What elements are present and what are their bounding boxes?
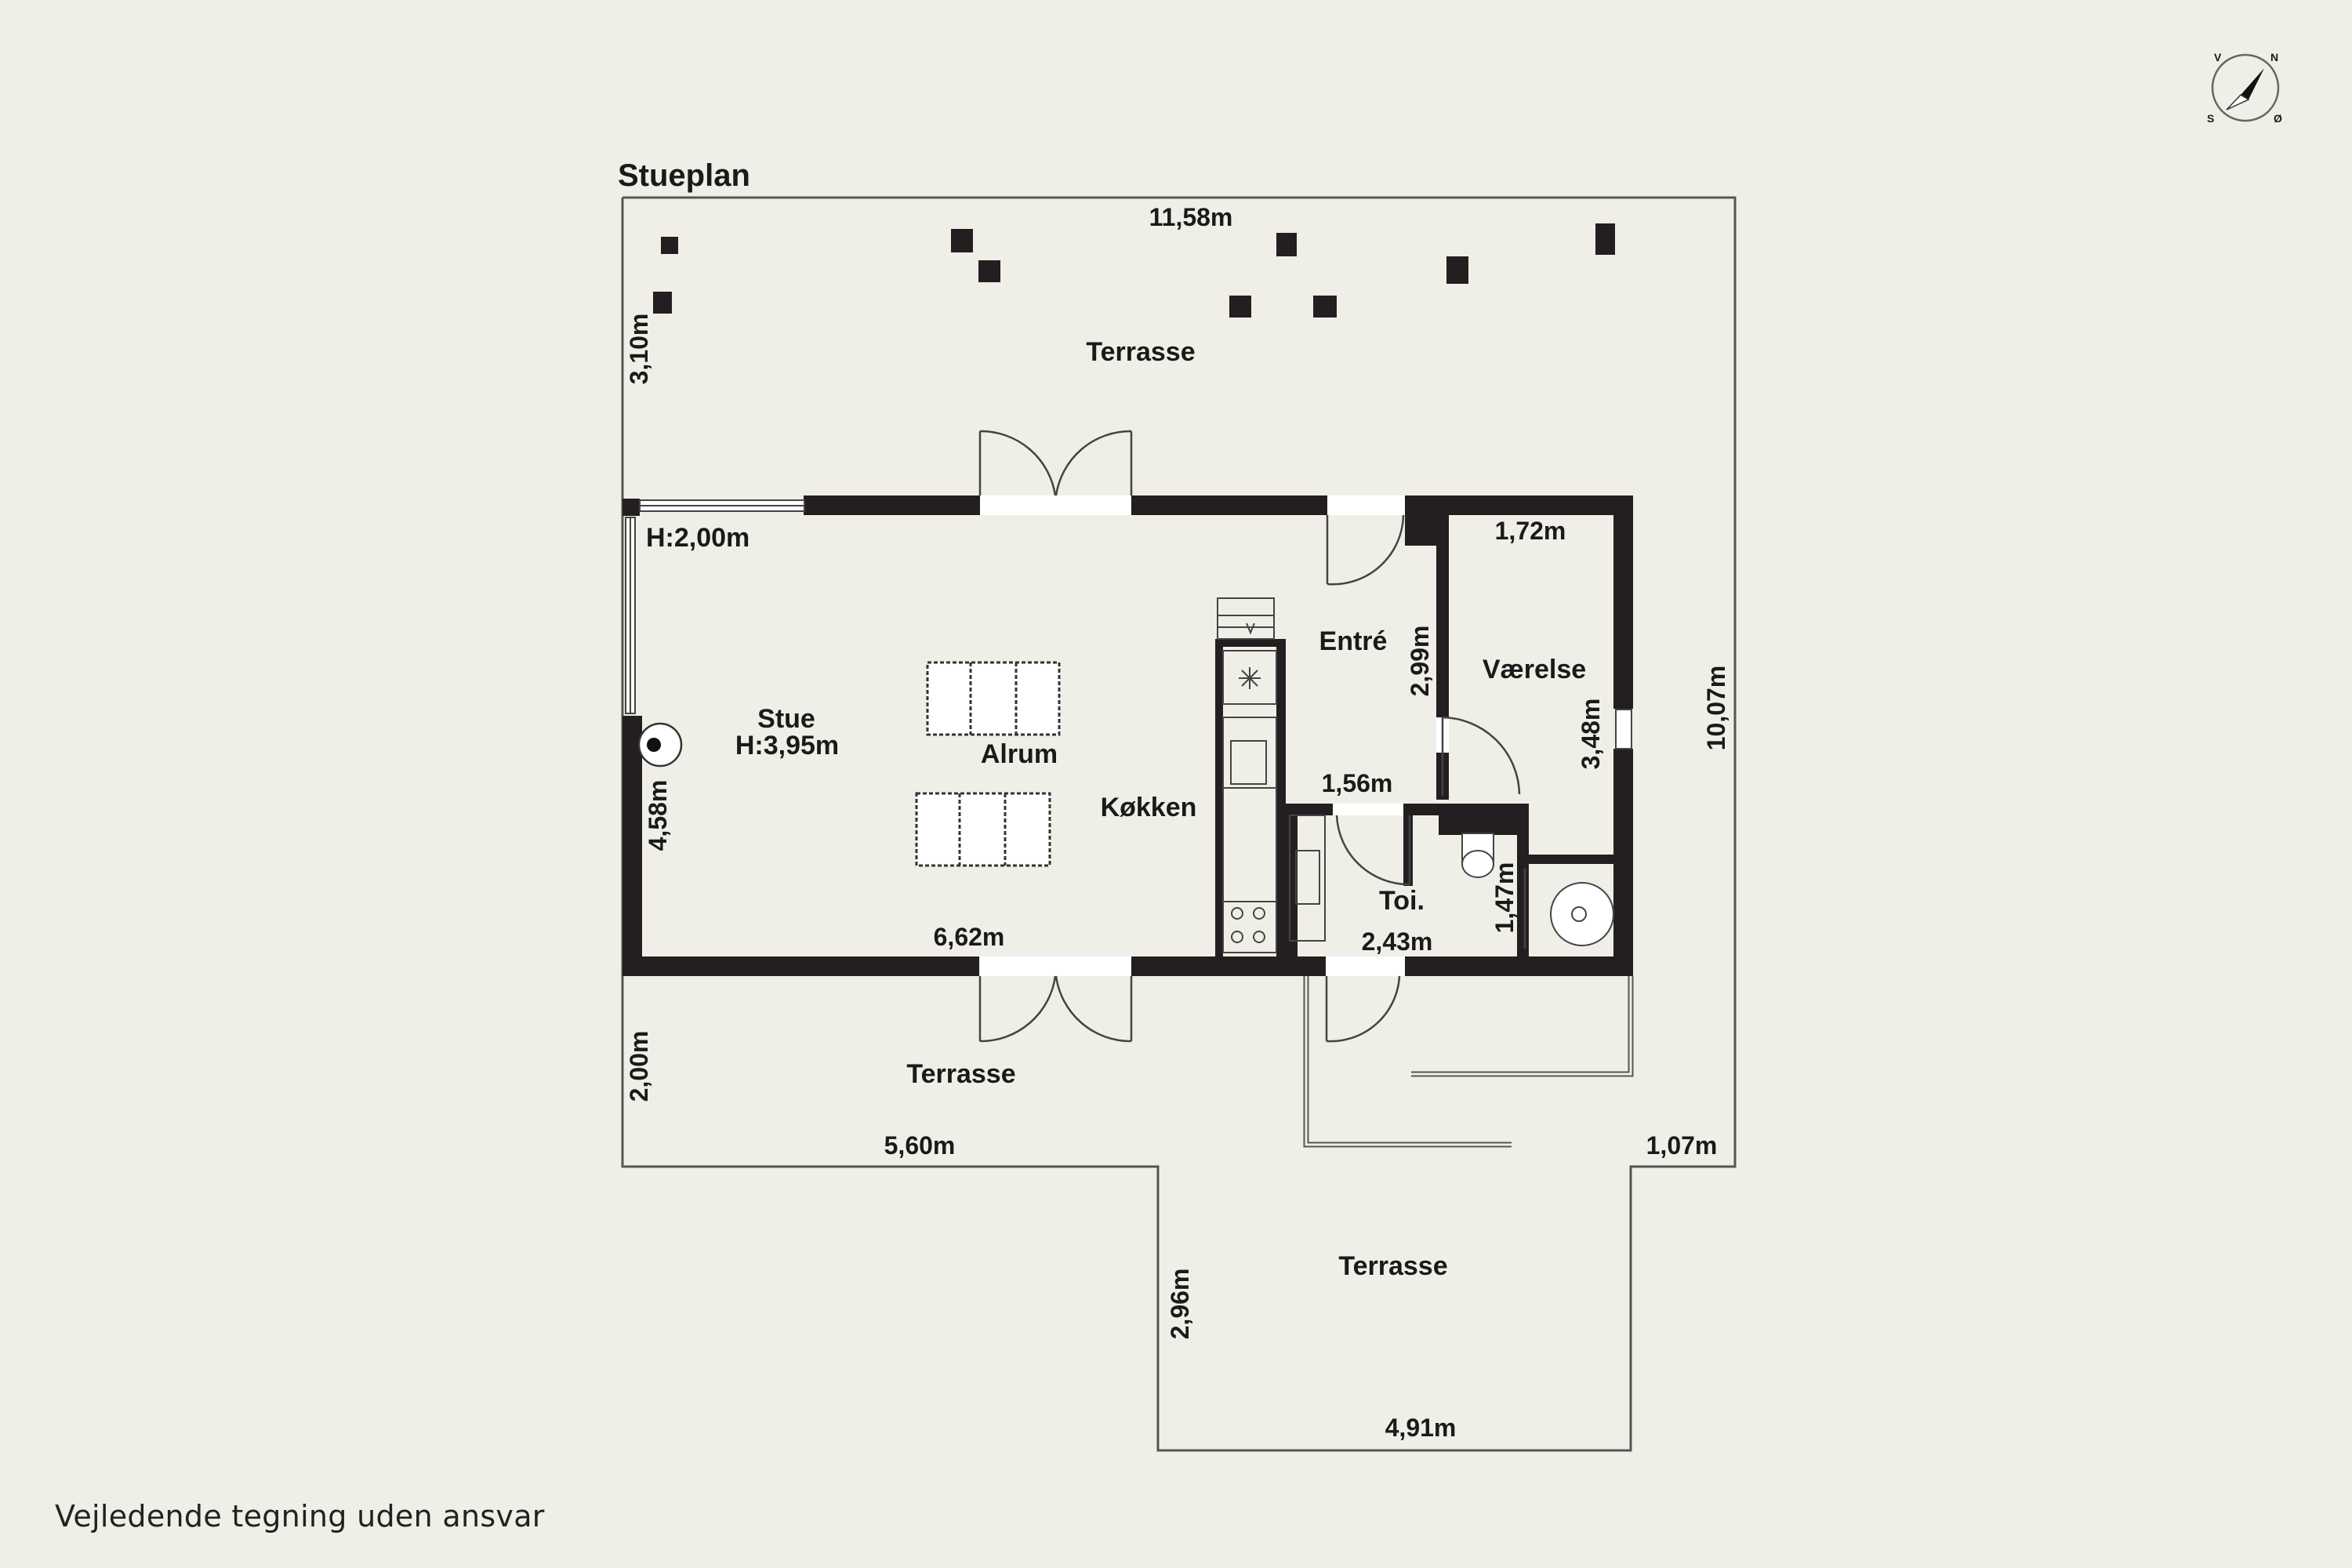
alrum-table-top: [926, 661, 1061, 736]
fan-icon: [1239, 667, 1261, 689]
room-stue-height: H:3,95m: [735, 731, 839, 760]
dim-south-terrace-depth: 2,00m: [625, 1031, 653, 1102]
compass-west: V: [2214, 51, 2222, 64]
dim-se-terrace-depth: 2,96m: [1166, 1269, 1194, 1340]
alrum-table-bottom: [915, 792, 1051, 867]
room-terrasse-southeast: Terrasse: [1338, 1251, 1447, 1281]
disclaimer-text: Vejledende tegning uden ansvar: [55, 1499, 545, 1534]
window-height: H:2,00m: [646, 523, 750, 553]
room-alrum: Alrum: [981, 739, 1058, 769]
railings: [1303, 976, 1634, 1148]
dim-toilet-depth: 1,47m: [1490, 862, 1519, 934]
wood-stove-icon: [637, 722, 683, 768]
doors: [978, 430, 1526, 1043]
room-vaerelse: Værelse: [1483, 655, 1586, 684]
dim-vaerelse-width: 1,72m: [1495, 517, 1566, 545]
dim-entre-depth: 2,99m: [1406, 626, 1434, 697]
dim-se-terrace-width: 4,91m: [1385, 1414, 1457, 1442]
compass-east: Ø: [2274, 112, 2282, 125]
terrace-posts: [653, 223, 1615, 318]
room-stue: Stue: [757, 704, 815, 734]
room-kokken: Køkken: [1101, 793, 1197, 822]
kitchen-fixtures: [1217, 597, 1326, 953]
dim-total-depth: 10,07m: [1702, 666, 1730, 751]
dim-corner-offset: 1,07m: [1646, 1131, 1718, 1160]
room-terrasse-south: Terrasse: [906, 1059, 1015, 1089]
exterior-walls: [622, 495, 1633, 976]
plot-outline: [621, 196, 1737, 1452]
bathroom-fixtures: [1461, 833, 1614, 946]
west-window: [625, 499, 805, 714]
compass-north: N: [2270, 51, 2278, 64]
interior-walls: [1215, 499, 1619, 960]
dim-top-width: 11,58m: [1149, 203, 1233, 231]
dim-toilet-width: 2,43m: [1362, 927, 1433, 956]
compass-south: S: [2207, 112, 2214, 125]
compass-icon: V N S Ø: [2207, 51, 2282, 125]
dim-stue-depth: 4,58m: [644, 780, 672, 851]
room-entre: Entré: [1319, 626, 1388, 656]
dim-vaerelse-depth: 3,48m: [1577, 699, 1605, 770]
dim-stue-width: 6,62m: [934, 923, 1005, 951]
dim-entre-width: 1,56m: [1322, 769, 1393, 797]
dim-south-terrace-width: 5,60m: [884, 1131, 956, 1160]
dim-north-terrace-depth: 3,10m: [625, 314, 653, 385]
east-window: [1615, 709, 1632, 750]
room-toilet: Toi.: [1379, 886, 1425, 916]
plan-title: Stueplan: [618, 158, 750, 193]
room-terrasse-north: Terrasse: [1086, 337, 1195, 367]
